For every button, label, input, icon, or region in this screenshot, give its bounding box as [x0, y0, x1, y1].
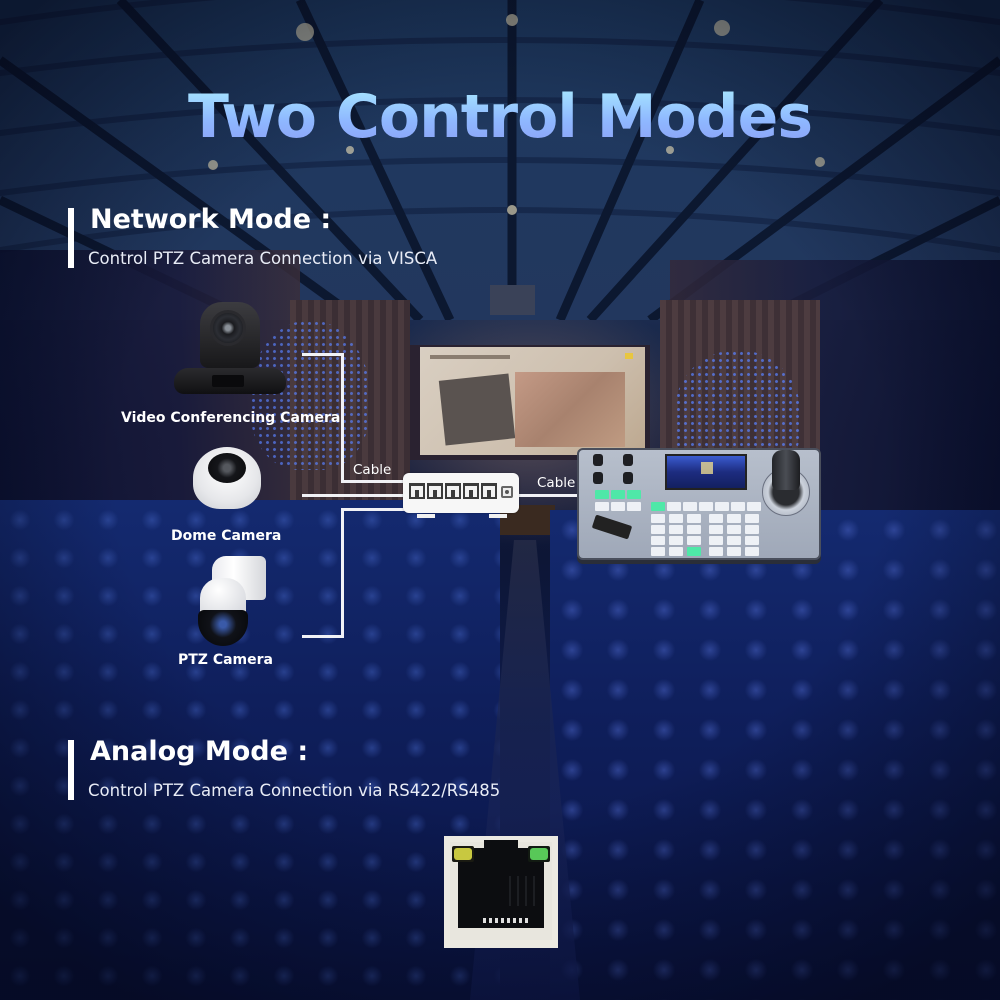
rj45-port-icon	[444, 836, 558, 948]
video-conferencing-camera-label: Video Conferencing Camera	[121, 410, 341, 426]
network-switch-icon	[403, 473, 519, 518]
accent-bar	[68, 208, 74, 268]
video-conferencing-camera-icon	[170, 298, 290, 398]
cable-label-right: Cable	[537, 475, 576, 491]
ptz-camera-label: PTZ Camera	[178, 652, 273, 668]
analog-mode-heading: Analog Mode :	[90, 736, 309, 767]
accent-bar	[68, 740, 74, 800]
ptz-camera-icon	[196, 556, 268, 648]
page-title: Two Control Modes	[0, 82, 1000, 152]
dome-camera-label: Dome Camera	[171, 528, 282, 544]
ptz-keyboard-controller-icon	[577, 448, 821, 560]
analog-mode-description: Control PTZ Camera Connection via RS422/…	[88, 781, 501, 800]
cable-label-left: Cable	[353, 462, 392, 478]
network-mode-description: Control PTZ Camera Connection via VISCA	[88, 249, 438, 268]
network-mode-heading: Network Mode :	[90, 204, 332, 235]
dome-camera-icon	[193, 447, 261, 513]
